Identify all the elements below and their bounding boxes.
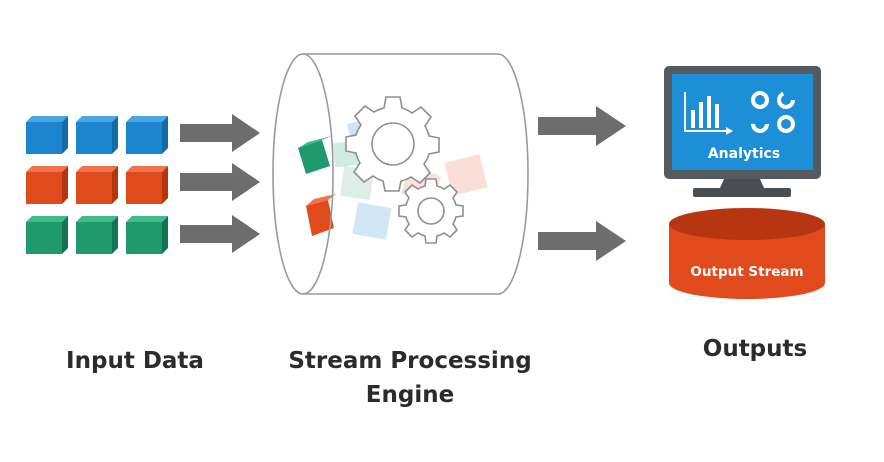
engine-label: Stream Processing Engine xyxy=(260,344,560,412)
cube-icon xyxy=(76,166,118,204)
cube-icon xyxy=(26,116,68,154)
cube-icon xyxy=(76,216,118,254)
input-data-cubes xyxy=(26,116,168,254)
input-data-label: Input Data xyxy=(66,348,204,374)
analytics-label: Analytics xyxy=(708,146,780,162)
cube-icon xyxy=(26,166,68,204)
arrow-icon xyxy=(180,163,260,201)
engine-label-line2: Engine xyxy=(365,382,455,408)
arrow-icon xyxy=(538,221,626,261)
cube-icon xyxy=(126,166,168,204)
bar-chart-icon xyxy=(684,92,733,135)
database-icon: Output Stream xyxy=(669,208,825,299)
stream-processing-engine xyxy=(272,53,529,295)
cube-icon xyxy=(126,216,168,254)
gear-icon xyxy=(345,96,440,192)
outputs-label: Outputs xyxy=(702,336,808,362)
arrow-icon xyxy=(180,215,260,253)
output-arrows xyxy=(538,106,626,261)
engine-label-line1: Stream Processing xyxy=(288,348,532,374)
arrow-icon xyxy=(180,114,260,152)
cube-icon xyxy=(26,216,68,254)
output-stream-label: Output Stream xyxy=(690,264,803,280)
cube-icon xyxy=(126,116,168,154)
donut-chart-icon xyxy=(751,91,795,133)
gear-icon xyxy=(398,178,464,244)
cube-icon xyxy=(298,136,332,174)
arrow-icon xyxy=(538,106,626,146)
cube-icon xyxy=(306,194,336,236)
input-arrows xyxy=(180,114,260,253)
cube-icon xyxy=(76,116,118,154)
analytics-monitor: Analytics xyxy=(664,66,821,197)
